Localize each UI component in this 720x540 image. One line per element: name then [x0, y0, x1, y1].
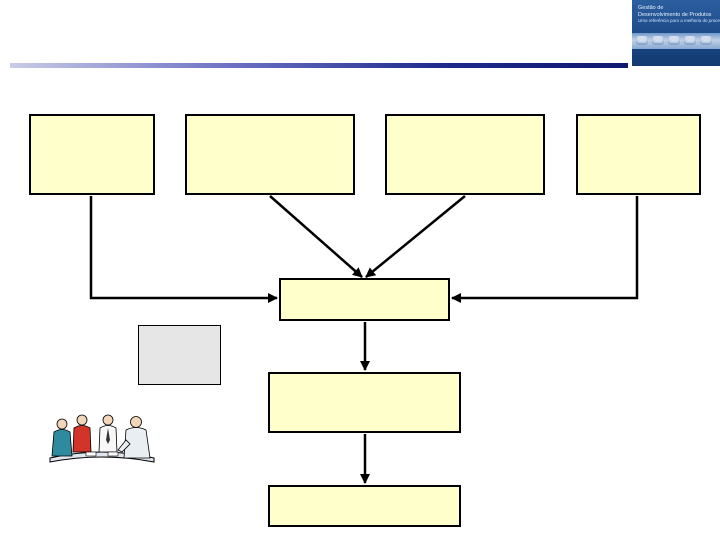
input-box-2	[185, 114, 355, 195]
side-gray-box	[138, 325, 221, 385]
logo-text: Gestão de Desenvolvimento de Produtos Um…	[638, 5, 720, 25]
logo-line-1: Gestão de	[638, 5, 664, 11]
input-box-1	[29, 114, 155, 195]
connector-box3-to-hub	[365, 195, 466, 278]
middle-box	[268, 372, 461, 433]
input-box-3	[385, 114, 545, 195]
logo-tagline: Uma referência para a melhoria do proces…	[638, 18, 720, 23]
logo-film-band	[632, 33, 720, 49]
logo-line-2: Desenvolvimento de Produtos	[638, 11, 712, 18]
connector-box2-to-hub	[269, 195, 363, 278]
connector-box4-to-hub	[451, 196, 639, 303]
connector-box1-to-hub	[89, 196, 278, 303]
bottom-box	[268, 485, 461, 527]
header-rule	[10, 63, 628, 68]
meeting-people-illustration	[49, 414, 155, 463]
input-box-4	[576, 114, 701, 195]
logo: Gestão de Desenvolvimento de Produtos Um…	[632, 0, 720, 66]
hub-box	[279, 278, 450, 321]
